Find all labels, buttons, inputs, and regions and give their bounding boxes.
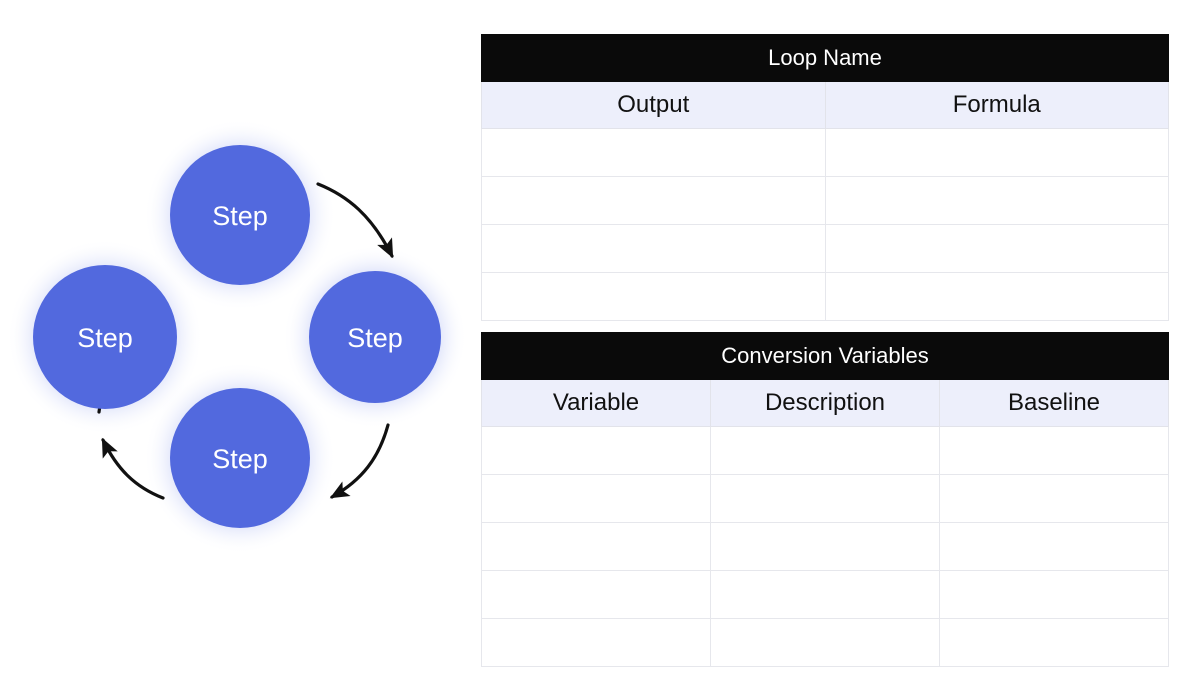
loop-name-table: Loop Name Output Formula xyxy=(481,34,1169,321)
node-bottom-label: Step xyxy=(212,444,268,474)
loop-cell-output-3[interactable] xyxy=(481,224,826,273)
node-left-circle[interactable] xyxy=(33,265,177,409)
loop-cell-formula-4[interactable] xyxy=(824,272,1169,321)
conversion-variables-table: Conversion Variables Variable Descriptio… xyxy=(481,332,1169,667)
table-row[interactable] xyxy=(481,618,1169,667)
node-top-circle[interactable] xyxy=(170,145,310,285)
node-left-label: Step xyxy=(77,323,133,353)
table-row[interactable] xyxy=(481,224,1169,273)
conversion-cell-baseline-4[interactable] xyxy=(939,570,1169,619)
loop-name-title: Loop Name xyxy=(481,34,1169,82)
conversion-cell-variable-5[interactable] xyxy=(481,618,711,667)
node-top[interactable]: Step xyxy=(170,145,310,285)
node-left[interactable]: Step xyxy=(33,265,177,409)
conversion-table-body xyxy=(481,426,1169,667)
node-top-label: Step xyxy=(212,201,268,231)
loop-title-row: Loop Name xyxy=(481,34,1169,82)
node-bottom-circle[interactable] xyxy=(170,388,310,528)
cycle-diagram-canvas: Step Step Step Step xyxy=(7,119,467,554)
table-row[interactable] xyxy=(481,522,1169,571)
arrow-bottom-to-left-icon xyxy=(101,437,165,500)
conversion-cell-description-3[interactable] xyxy=(710,522,940,571)
arrow-right-to-bottom-icon xyxy=(329,423,390,499)
conversion-cell-description-4[interactable] xyxy=(710,570,940,619)
loop-cell-formula-3[interactable] xyxy=(824,224,1169,273)
conversion-cell-baseline-3[interactable] xyxy=(939,522,1169,571)
conversion-cell-baseline-1[interactable] xyxy=(939,426,1169,475)
conversion-column-header-description: Description xyxy=(710,379,940,427)
loop-cell-output-4[interactable] xyxy=(481,272,826,321)
loop-table-body xyxy=(481,128,1169,321)
table-gap xyxy=(481,321,1169,332)
conversion-cell-baseline-5[interactable] xyxy=(939,618,1169,667)
arrow-top-to-right-icon xyxy=(316,182,394,259)
conversion-cell-variable-1[interactable] xyxy=(481,426,711,475)
node-right[interactable]: Step xyxy=(309,271,441,403)
table-row[interactable] xyxy=(481,570,1169,619)
conversion-cell-description-5[interactable] xyxy=(710,618,940,667)
table-row[interactable] xyxy=(481,128,1169,177)
loop-cell-output-2[interactable] xyxy=(481,176,826,225)
table-row[interactable] xyxy=(481,272,1169,321)
conversion-variables-title: Conversion Variables xyxy=(481,332,1169,380)
conversion-title-row: Conversion Variables xyxy=(481,332,1169,380)
node-bottom[interactable]: Step xyxy=(170,388,310,528)
node-right-label: Step xyxy=(347,323,403,353)
conversion-cell-description-2[interactable] xyxy=(710,474,940,523)
conversion-column-header-row: Variable Description Baseline xyxy=(481,379,1169,427)
loop-column-header-output: Output xyxy=(481,81,826,129)
table-row[interactable] xyxy=(481,474,1169,523)
node-right-circle[interactable] xyxy=(309,271,441,403)
conversion-column-header-variable: Variable xyxy=(481,379,711,427)
loop-cell-output-1[interactable] xyxy=(481,128,826,177)
loop-column-header-formula: Formula xyxy=(824,81,1169,129)
table-row[interactable] xyxy=(481,426,1169,475)
loop-cell-formula-2[interactable] xyxy=(824,176,1169,225)
cycle-diagram: Step Step Step Step xyxy=(0,0,470,675)
loop-cell-formula-1[interactable] xyxy=(824,128,1169,177)
table-stack: Loop Name Output Formula xyxy=(481,34,1169,667)
conversion-cell-variable-4[interactable] xyxy=(481,570,711,619)
conversion-cell-variable-2[interactable] xyxy=(481,474,711,523)
table-row[interactable] xyxy=(481,176,1169,225)
conversion-cell-variable-3[interactable] xyxy=(481,522,711,571)
loop-column-header-row: Output Formula xyxy=(481,81,1169,129)
conversion-cell-description-1[interactable] xyxy=(710,426,940,475)
conversion-cell-baseline-2[interactable] xyxy=(939,474,1169,523)
conversion-column-header-baseline: Baseline xyxy=(939,379,1169,427)
